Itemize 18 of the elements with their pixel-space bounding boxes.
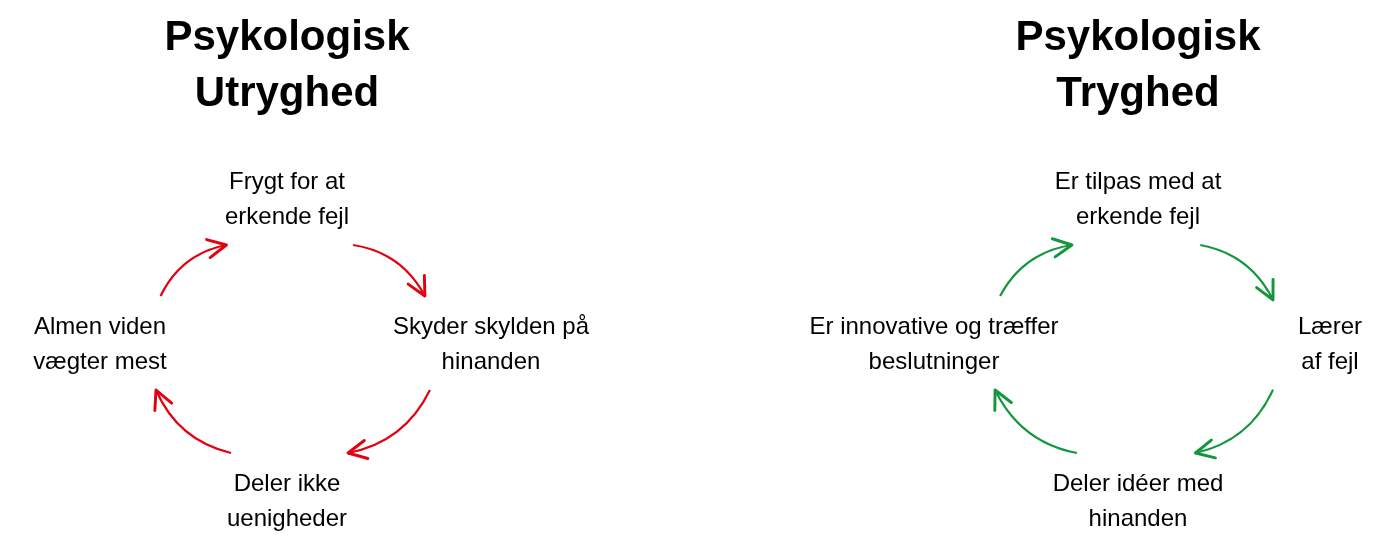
heading: Psykologisk Tryghed: [1014, 11, 1262, 117]
cycle-step-text: Skyder skylden på hinanden: [381, 308, 601, 378]
curved-arrow: [993, 388, 1078, 455]
cycle-step-text: Lærer af fejl: [1285, 308, 1375, 378]
curved-arrow: [154, 388, 232, 455]
curved-arrow: [1194, 389, 1274, 459]
curved-arrow: [1200, 243, 1275, 302]
curved-arrow: [346, 389, 431, 460]
curved-arrow: [159, 238, 228, 297]
curved-arrow: [352, 243, 427, 298]
heading: Psykologisk Utryghed: [163, 11, 411, 117]
cycle-step-text: Er tilpas med at erkende fejl: [1038, 163, 1238, 233]
cycle-step-text: Frygt for at erkende fejl: [202, 163, 372, 233]
cycle-step-text: Deler ikke uenigheder: [212, 465, 362, 535]
cycle-step-text: Almen viden vægter mest: [10, 308, 190, 378]
curved-arrow: [999, 237, 1074, 297]
cycle-step-text: Er innovative og træffer beslutninger: [799, 308, 1069, 378]
cycle-step-text: Deler idéer med hinanden: [1038, 465, 1238, 535]
